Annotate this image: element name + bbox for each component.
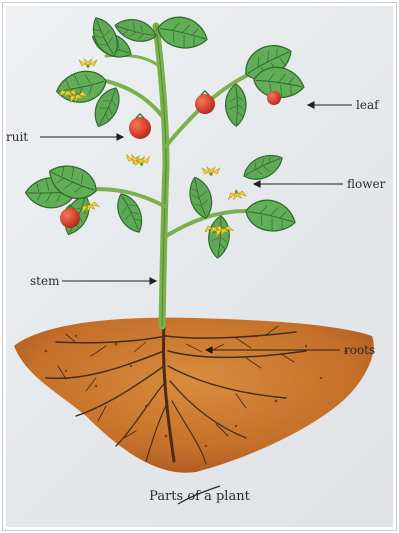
soil — [14, 318, 374, 473]
leaf-label: leaf — [356, 99, 379, 111]
flower-label: flower — [347, 178, 385, 190]
tomato-fruit — [195, 94, 215, 114]
roots-label: roots — [344, 344, 375, 356]
plant-diagram-photo: ruit leaf flower stem roots Parts of a p… — [6, 6, 393, 527]
tomato-fruit — [60, 208, 80, 228]
tomato-fruit — [129, 117, 151, 139]
fruit-label: ruit — [6, 131, 28, 143]
label-pointers — [40, 102, 352, 353]
plant-illustration — [6, 6, 393, 527]
tomato-fruit — [267, 91, 281, 105]
diagram-caption: Parts of a plant — [6, 489, 393, 504]
stem-label: stem — [30, 275, 59, 287]
